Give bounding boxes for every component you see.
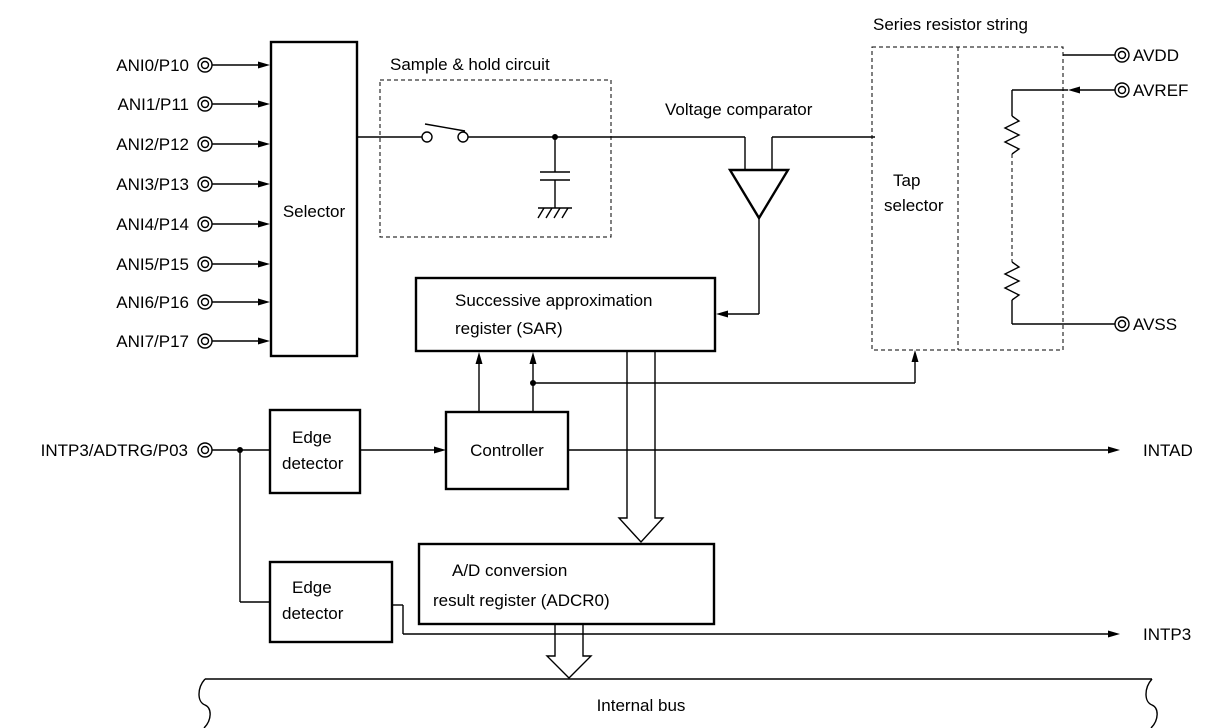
tap-selector-label: Tap <box>893 171 920 190</box>
edge-detector-label: detector <box>282 454 344 473</box>
edge-detector-1: Edge detector <box>268 408 362 495</box>
sample-hold-circuit: Sample & hold circuit <box>379 55 612 238</box>
intp3-output-label: INTP3 <box>1143 625 1191 644</box>
internal-bus-label: Internal bus <box>597 696 686 715</box>
arrow-head-icon <box>1068 86 1080 94</box>
pin-circle-icon <box>197 294 213 310</box>
trigger-pin-label: INTP3/ADTRG/P03 <box>41 441 188 460</box>
input-label: ANI7/P17 <box>116 332 189 351</box>
arrow-head-icon <box>529 352 537 364</box>
capacitor-icon <box>540 171 570 181</box>
switch-contact-icon <box>421 131 433 143</box>
controller-label: Controller <box>470 441 544 460</box>
arrow-head-icon <box>1108 446 1120 454</box>
input-label: ANI5/P15 <box>116 255 189 274</box>
voltage-comparator: Voltage comparator <box>555 100 875 318</box>
pin-circle-icon <box>197 442 213 458</box>
pin-circle-icon <box>197 136 213 152</box>
resistor-icon <box>1003 261 1021 301</box>
data-bus-arrow <box>545 623 593 679</box>
tap-selector-label: selector <box>884 196 944 215</box>
edge-detector-2: Edge detector <box>268 560 394 644</box>
input-ani4: ANI4/P14 <box>116 215 270 234</box>
pin-circle-icon <box>1114 82 1130 98</box>
arrow-head-icon <box>258 260 270 268</box>
pin-circle-icon <box>197 333 213 349</box>
input-ani6: ANI6/P16 <box>116 293 270 312</box>
trigger-input: INTP3/ADTRG/P03 <box>41 441 270 603</box>
arrow-head-icon <box>258 220 270 228</box>
arrow-head-icon <box>258 298 270 306</box>
input-ani2: ANI2/P12 <box>116 135 270 154</box>
controller-block: Controller <box>444 410 570 491</box>
input-label: ANI2/P12 <box>116 135 189 154</box>
input-ani1: ANI1/P11 <box>117 95 270 114</box>
edge-detector-label: Edge <box>292 578 332 597</box>
internal-bus: Internal bus <box>198 678 1158 728</box>
input-ani3: ANI3/P13 <box>116 175 270 194</box>
comparator-triangle-icon <box>727 168 791 221</box>
input-label: ANI3/P13 <box>116 175 189 194</box>
arrow-head-icon <box>911 350 919 362</box>
pin-circle-icon <box>1114 47 1130 63</box>
adcr-register: A/D conversion result register (ADCR0) <box>417 542 716 626</box>
input-ani5: ANI5/P15 <box>116 255 270 274</box>
input-ani7: ANI7/P17 <box>116 332 270 351</box>
adcr-label: A/D conversion <box>452 561 567 580</box>
intad-output-label: INTAD <box>1143 441 1193 460</box>
pin-circle-icon <box>197 216 213 232</box>
input-label: ANI0/P10 <box>116 56 189 75</box>
input-label: ANI6/P16 <box>116 293 189 312</box>
arrow-head-icon <box>434 446 446 454</box>
input-label: ANI4/P14 <box>116 215 189 234</box>
switch-lever-icon <box>424 123 466 132</box>
arrow-head-icon <box>258 61 270 69</box>
pin-circle-icon <box>197 256 213 272</box>
series-resistor-string: Series resistor string Tap selector AVDD… <box>871 15 1188 351</box>
pin-circle-icon <box>197 57 213 73</box>
arrow-head-icon <box>258 180 270 188</box>
edge-detector-label: detector <box>282 604 344 623</box>
selector-label: Selector <box>283 202 346 221</box>
arrow-head-icon <box>258 337 270 345</box>
comparator-label: Voltage comparator <box>665 100 813 119</box>
sar-label: register (SAR) <box>455 319 563 338</box>
edge-detector-label: Edge <box>292 428 332 447</box>
series-resistor-label: Series resistor string <box>873 15 1028 34</box>
input-ani0: ANI0/P10 <box>116 56 270 75</box>
input-label: ANI1/P11 <box>117 95 189 114</box>
arrow-head-icon <box>475 352 483 364</box>
avdd-pin-label: AVDD <box>1133 46 1179 65</box>
pin-circle-icon <box>197 96 213 112</box>
sar-register: Successive approximation register (SAR) <box>414 276 717 353</box>
adcr-label: result register (ADCR0) <box>433 591 610 610</box>
sample-hold-label: Sample & hold circuit <box>390 55 550 74</box>
arrow-head-icon <box>1108 630 1120 638</box>
sar-label: Successive approximation <box>455 291 652 310</box>
switch-contact-icon <box>457 131 469 143</box>
resistor-icon <box>1003 115 1021 155</box>
analog-inputs: ANI0/P10 ANI1/P11 ANI2/P12 ANI3/P13 <box>116 56 270 351</box>
selector-block: Selector <box>269 40 359 358</box>
arrow-head-icon <box>258 140 270 148</box>
arrow-head-icon <box>258 100 270 108</box>
pin-circle-icon <box>197 176 213 192</box>
ground-icon <box>537 207 572 219</box>
data-bus-arrow <box>617 350 665 544</box>
avss-pin-label: AVSS <box>1133 315 1177 334</box>
pin-circle-icon <box>1114 316 1130 332</box>
avref-pin-label: AVREF <box>1133 81 1188 100</box>
arrow-head-icon <box>716 310 728 318</box>
